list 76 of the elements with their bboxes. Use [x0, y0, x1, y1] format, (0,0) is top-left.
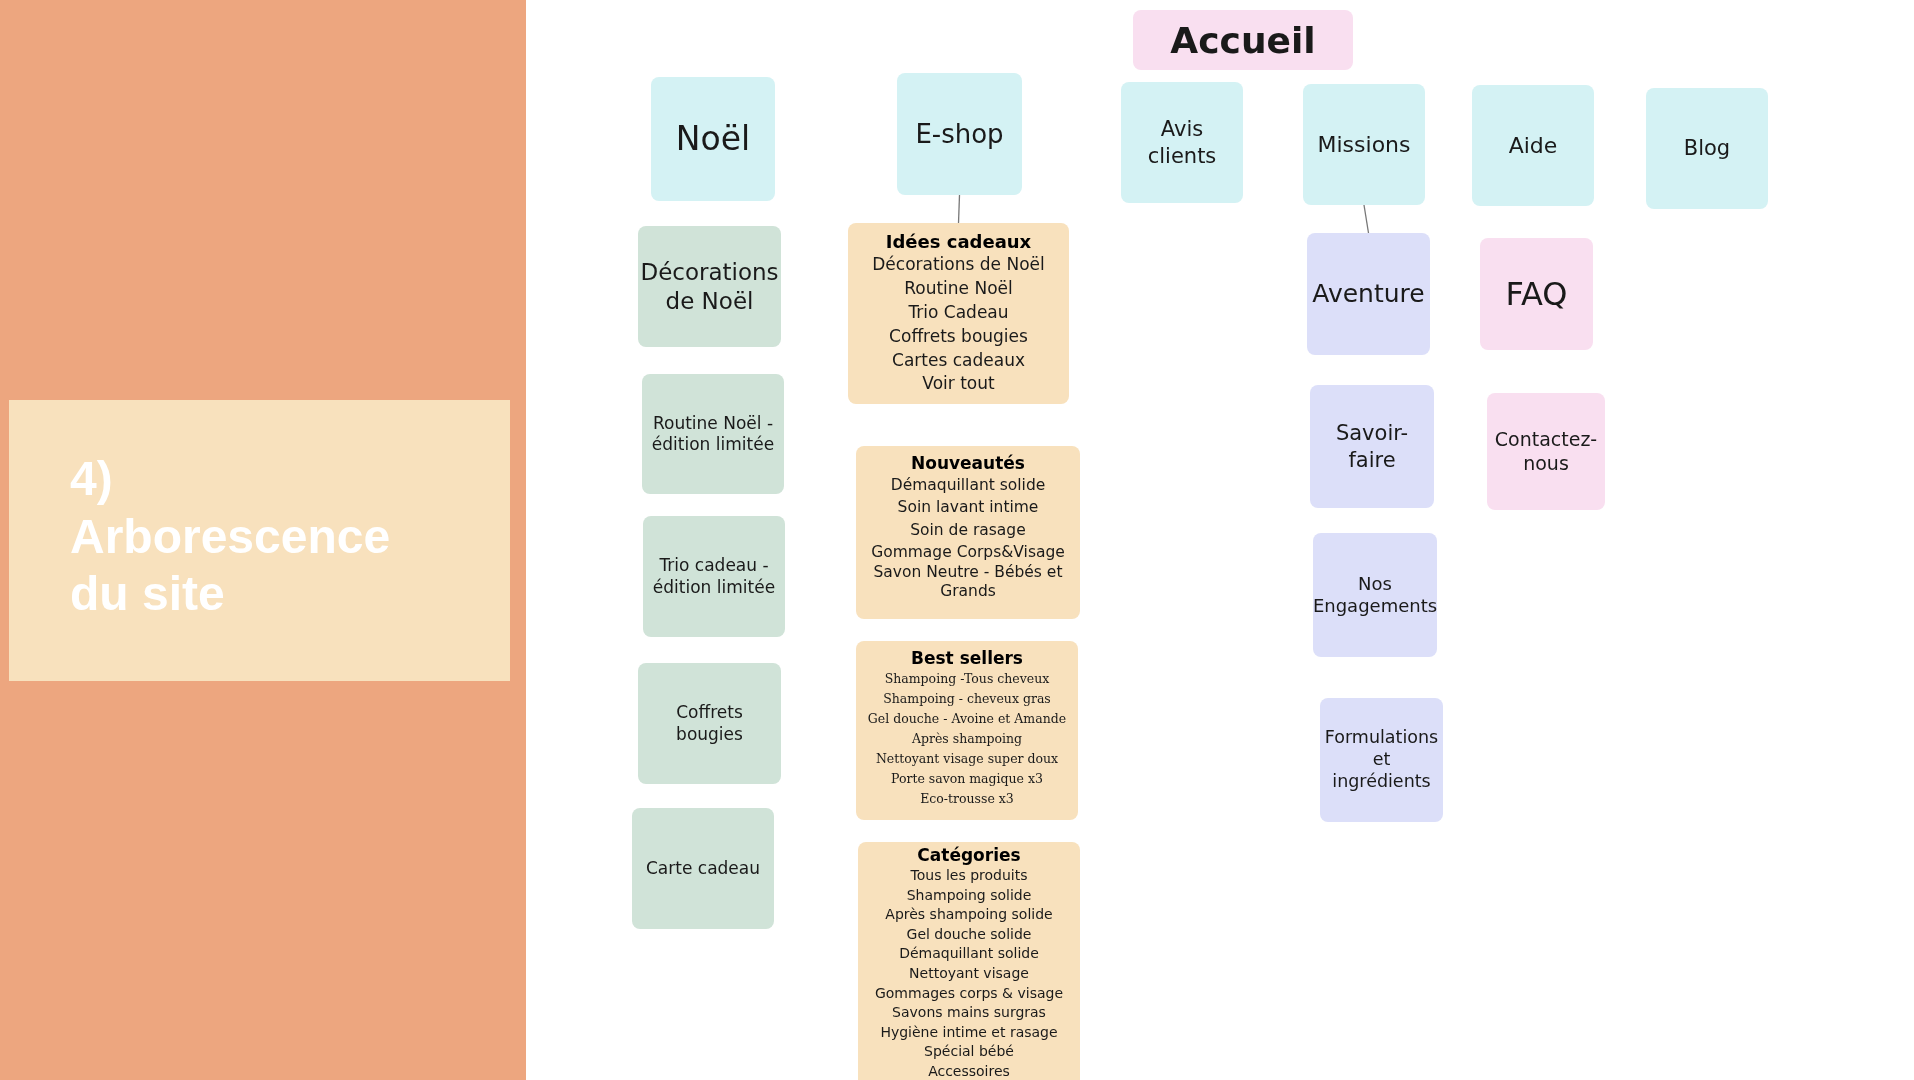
list-item: Après shampoing: [910, 730, 1024, 749]
page-label: Aventure: [1312, 278, 1425, 310]
connector-line: [957, 194, 961, 224]
list-item: Eco-trousse x3: [919, 790, 1015, 809]
list-item: Cartes cadeaux: [891, 348, 1026, 372]
card-heading: Idées cadeaux: [884, 230, 1033, 254]
page-label: FAQ: [1505, 274, 1568, 314]
page-label: Trio cadeau - édition limitée: [651, 555, 777, 598]
page-box: [1307, 233, 1430, 355]
list-item: Gommage Corps&Visage: [870, 542, 1066, 563]
card-heading: Best sellers: [910, 647, 1024, 670]
page-box: [638, 226, 781, 347]
list-item: Trio Cadeau: [907, 301, 1010, 324]
page-box: [1310, 385, 1434, 508]
page-box: [651, 77, 775, 201]
list-item: Savon Neutre - Bébés et Grands: [872, 563, 1064, 602]
category-card: [856, 446, 1080, 619]
list-item: Soin de rasage: [909, 519, 1027, 541]
page-box: [1472, 85, 1594, 206]
page-label: Missions: [1317, 130, 1411, 159]
category-card: [856, 641, 1078, 820]
page-label: Carte cadeau: [646, 857, 760, 880]
page-label: Contactez-nous: [1493, 427, 1599, 476]
list-item: Spécial bébé: [923, 1042, 1015, 1062]
page-box: [1133, 10, 1353, 70]
page-label: Savoir-faire: [1334, 420, 1410, 473]
list-item: Shampoing solide: [905, 885, 1033, 905]
list-item: Accessoires: [927, 1062, 1011, 1080]
list-item: Coffrets bougies: [888, 324, 1029, 348]
list-item: Soin lavant intime: [896, 497, 1040, 519]
list-item: Porte savon magique x3: [890, 770, 1044, 789]
page-box: [638, 663, 781, 784]
list-item: Après shampoing solide: [884, 905, 1054, 925]
page-box: [632, 808, 774, 929]
page-label: Coffrets bougies: [675, 702, 744, 745]
card-heading: Catégories: [916, 844, 1022, 867]
card-heading: Nouveautés: [910, 452, 1026, 475]
page-box: [642, 374, 784, 494]
page-label: Accueil: [1170, 18, 1316, 63]
page-label: Décorations de Noël: [640, 257, 779, 316]
page-box: [1480, 238, 1593, 350]
page-label: Noël: [675, 118, 751, 160]
list-item: Hygiène intime et rasage: [879, 1022, 1059, 1042]
page-label: Avis clients: [1146, 116, 1218, 169]
list-item: Nettoyant visage: [908, 964, 1030, 984]
page-box: [1313, 533, 1437, 657]
page-box: [1487, 393, 1605, 510]
list-item: Décorations de Noël: [871, 253, 1046, 277]
list-item: Shampoing - cheveux gras: [882, 690, 1052, 709]
page-label: Aide: [1508, 131, 1558, 160]
page-box: [1320, 698, 1443, 822]
connector-line: [1363, 204, 1370, 234]
page-box: [1646, 88, 1768, 209]
page-box: [897, 73, 1022, 195]
list-item: Tous les produits: [909, 866, 1029, 886]
page-label: Routine Noël - édition limitée: [650, 412, 776, 456]
list-item: Gommages corps & visage: [873, 983, 1065, 1003]
page-box: [643, 516, 785, 637]
list-item: Voir tout: [921, 372, 996, 396]
page-label: Nos Engagements: [1312, 572, 1438, 618]
list-item: Démaquillant solide: [889, 475, 1047, 497]
list-item: Gel douche - Avoine et Amande: [866, 710, 1068, 729]
list-item: Nettoyant visage super doux: [874, 750, 1060, 769]
list-item: Démaquillant solide: [898, 944, 1040, 964]
page-box: [1303, 84, 1425, 205]
list-item: Routine Noël: [903, 277, 1014, 301]
page-label: E-shop: [915, 117, 1004, 151]
category-card: [848, 223, 1069, 404]
page-label: Blog: [1683, 135, 1731, 162]
list-item: Shampoing -Tous cheveux: [883, 670, 1051, 689]
page-box: [1121, 82, 1243, 203]
list-item: Savons mains surgras: [891, 1003, 1047, 1023]
page-label: Formulations et ingrédients: [1324, 727, 1439, 793]
list-item: Gel douche solide: [905, 924, 1033, 944]
title: 4) Arborescence du site: [70, 451, 392, 623]
category-card: [858, 842, 1080, 1080]
